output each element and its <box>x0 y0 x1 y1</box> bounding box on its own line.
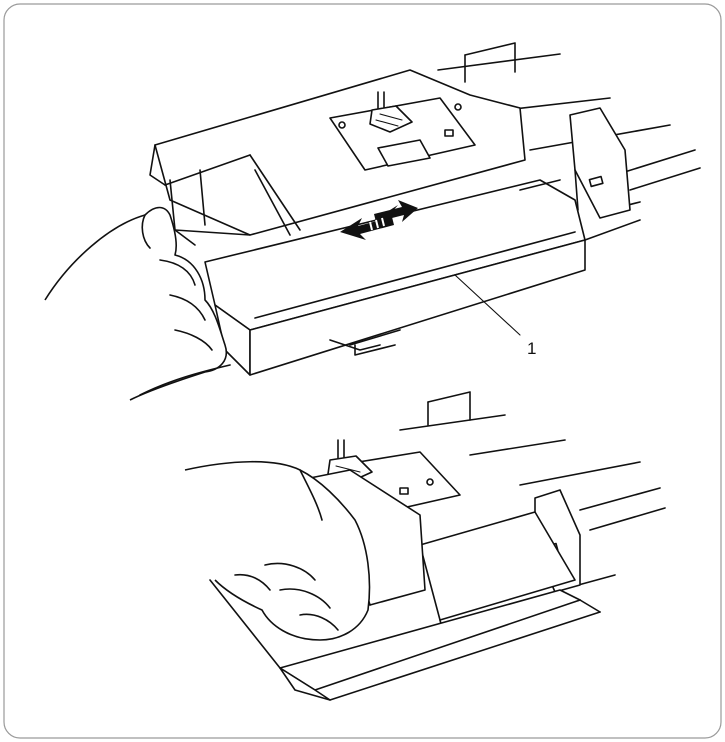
feed-dog-window <box>377 139 431 167</box>
slide-direction-arrow <box>340 200 418 240</box>
needle-plate <box>329 97 476 171</box>
bed-tray <box>419 511 576 621</box>
presser-foot <box>369 91 413 133</box>
left-hand <box>44 206 231 401</box>
right-hand <box>184 460 371 641</box>
callout-label-1: 1 <box>527 339 536 358</box>
bottom-illustration <box>184 391 666 701</box>
top-illustration: 1 <box>44 42 701 401</box>
bed-right-end <box>569 107 631 219</box>
rail-top-back <box>464 42 516 73</box>
callout-leader-1 <box>454 274 521 336</box>
figure-border <box>3 3 722 739</box>
